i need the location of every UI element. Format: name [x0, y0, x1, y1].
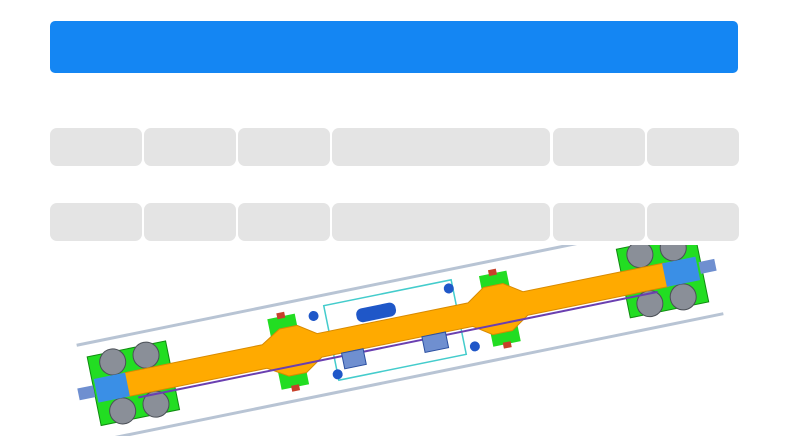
- railcar-underframe-diagram-icon: [76, 245, 724, 436]
- side-rail-top: [76, 245, 705, 347]
- air-reservoir-icon: [356, 302, 397, 323]
- button-row-1: [50, 128, 739, 166]
- valve-unit-icon: [340, 348, 367, 370]
- fitting-icon: [443, 283, 454, 294]
- option-button-10[interactable]: [332, 203, 550, 241]
- coupler-left: [77, 385, 96, 401]
- option-button-12[interactable]: [647, 203, 739, 241]
- header-bar: [50, 21, 738, 73]
- end-plate-right: [662, 256, 701, 287]
- option-button-6[interactable]: [647, 128, 739, 166]
- option-button-1[interactable]: [50, 128, 142, 166]
- end-plate-left: [93, 372, 130, 403]
- option-button-7[interactable]: [50, 203, 142, 241]
- mount-pad: [487, 268, 497, 277]
- mount-pad: [291, 384, 301, 392]
- option-button-5[interactable]: [553, 128, 645, 166]
- option-button-9[interactable]: [238, 203, 330, 241]
- fitting-icon: [469, 341, 480, 352]
- side-rail-bottom: [95, 312, 724, 436]
- option-button-2[interactable]: [144, 128, 236, 166]
- fitting-icon: [308, 310, 319, 321]
- valve-unit-icon: [421, 331, 450, 354]
- right-bogie: [615, 245, 710, 319]
- option-button-8[interactable]: [144, 203, 236, 241]
- fitting-icon: [332, 369, 343, 380]
- brake-line: [138, 290, 658, 399]
- mount-pad: [276, 311, 286, 320]
- button-row-2: [50, 203, 739, 241]
- mount-pad: [502, 341, 512, 349]
- option-button-11[interactable]: [553, 203, 645, 241]
- option-button-4[interactable]: [332, 128, 550, 166]
- underframe-assembly: [76, 245, 724, 436]
- option-button-3[interactable]: [238, 128, 330, 166]
- coupler-right: [698, 258, 717, 274]
